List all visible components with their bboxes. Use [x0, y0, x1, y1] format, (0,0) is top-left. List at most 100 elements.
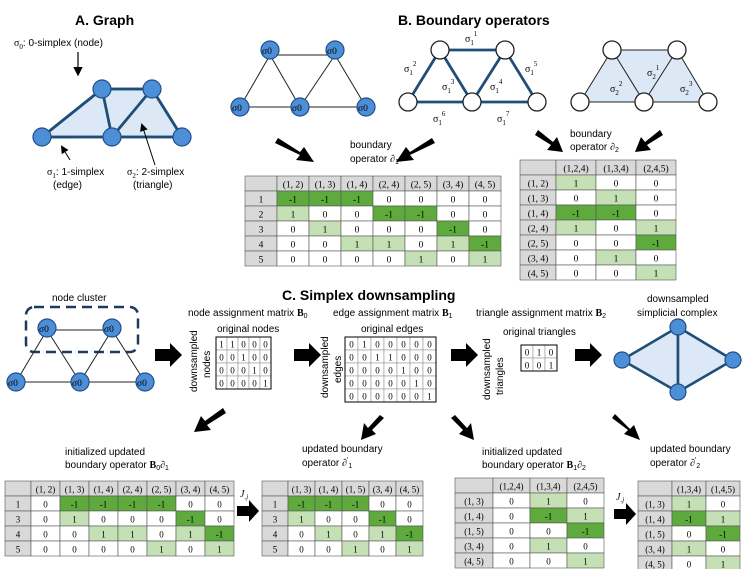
cell-value: 0 [130, 515, 135, 525]
matrix-value: 1 [388, 353, 393, 363]
row-header: (1, 4) [464, 512, 484, 522]
cell-value: 0 [574, 240, 579, 250]
cell-value: -1 [129, 500, 137, 510]
j-arrow-2 [614, 503, 636, 525]
svg-text:σ0: σ0 [358, 104, 368, 114]
init-b2-label-1: initialized updated [482, 447, 562, 458]
cell-value: -1 [481, 241, 489, 251]
cell-value: 0 [43, 515, 48, 525]
matrix-value: 1 [549, 361, 554, 371]
arrow-c-1 [155, 343, 182, 367]
cell-value: 0 [574, 270, 579, 280]
b2-label-line1: boundary [570, 129, 612, 140]
cell-value: -1 [325, 500, 333, 510]
cell-value: 0 [355, 226, 360, 236]
col-header: (2,4,5) [643, 164, 668, 175]
cell-value: 0 [159, 515, 164, 525]
row-header: (1, 4) [645, 515, 665, 525]
downsampled-triangles-label-1: downsampled [482, 338, 493, 400]
cell-value: 0 [451, 211, 456, 221]
svg-text:σ12: σ12 [404, 60, 417, 77]
cell-value: 0 [407, 515, 412, 525]
cell-value: 1 [72, 515, 77, 525]
cell-value: 1 [654, 270, 659, 280]
cell-value: 0 [291, 241, 296, 251]
graph-b-nodes: σ0 σ0 σ0 σ0 σ0 [230, 40, 376, 117]
row-header: 1 [273, 500, 278, 510]
arrow-b1-left [275, 138, 314, 162]
upd-b2-label-1: updated boundary [650, 444, 731, 455]
matrix-value: 1 [230, 340, 235, 350]
svg-text:σ13: σ13 [442, 78, 455, 95]
cell-value: 0 [323, 241, 328, 251]
matrix-value: 0 [230, 379, 235, 389]
col-header: (2, 4) [123, 485, 143, 495]
matrix-value: 0 [362, 353, 367, 363]
downsampled-edges-label-1: downsampled [320, 336, 331, 398]
init-b0-label-2: boundary operator B0∂1 [65, 460, 169, 472]
cell-value: -1 [417, 211, 425, 221]
node-a3 [142, 79, 162, 99]
matrix-value: 1 [537, 348, 542, 358]
cell-value: 1 [574, 180, 579, 190]
col-header: (2, 4) [379, 180, 400, 191]
cell-value: 0 [353, 515, 358, 525]
row-header: (3, 4) [464, 542, 484, 552]
node-a4 [102, 127, 122, 147]
cell-value: 0 [509, 542, 514, 552]
cell-value: 0 [355, 256, 360, 266]
col-header: (2, 5) [152, 485, 172, 495]
cell-value: -1 [379, 515, 387, 525]
row-header: (1, 3) [464, 497, 484, 507]
node-cluster-label: node cluster [52, 293, 107, 304]
cell-value: -1 [385, 211, 393, 221]
cell-value: 1 [291, 211, 296, 221]
cell-value: 1 [101, 530, 106, 540]
cell-value: 0 [654, 210, 659, 220]
table-cell [468, 250, 502, 267]
matrix-value: 0 [219, 366, 224, 376]
matrix-value: 0 [414, 392, 419, 402]
heading-boundary-operators: B. Boundary operators [398, 12, 550, 28]
svg-text:σ0: σ0 [262, 47, 272, 57]
cell-value: 0 [687, 560, 692, 569]
cell-value: 0 [188, 500, 193, 510]
matrix-value: 0 [241, 379, 246, 389]
matrix-value: 0 [252, 353, 257, 363]
row-header: 1 [259, 196, 264, 206]
cell-value: 1 [654, 225, 659, 235]
row-header: 4 [16, 530, 21, 540]
cell-value: 0 [483, 226, 488, 236]
arrow-c-3 [451, 343, 478, 367]
cell-value: 0 [546, 557, 551, 567]
col-header: (1, 4) [347, 180, 368, 191]
row-header: (1, 5) [645, 530, 665, 540]
row-header: (1, 4) [528, 209, 549, 220]
cell-value: 0 [353, 530, 358, 540]
matrix-value: 0 [401, 392, 406, 402]
cell-value: 1 [159, 545, 164, 555]
svg-text:σ0: σ0 [72, 379, 82, 389]
init-b2-label-2: boundary operator B1∂2 [482, 460, 586, 472]
matrix-value: 1 [263, 379, 268, 389]
cell-value: 1 [353, 545, 358, 555]
matrix-value: 0 [401, 379, 406, 389]
cell-value: 0 [72, 545, 77, 555]
col-header: (3, 4) [443, 180, 464, 191]
edge-assign-label: edge assignment matrix B1 [333, 308, 453, 320]
row-header: 4 [273, 530, 278, 540]
table-cell [705, 555, 741, 569]
cell-value: 0 [355, 211, 360, 221]
cell-value: 0 [159, 530, 164, 540]
cell-value: 1 [483, 256, 488, 266]
matrix-value: 0 [549, 348, 554, 358]
cell-value: 0 [419, 241, 424, 251]
row-header: (1, 3) [528, 194, 549, 205]
svg-text:σ0: σ0 [137, 379, 147, 389]
cell-value: -1 [449, 226, 457, 236]
cell-value: 0 [387, 196, 392, 206]
matrix-value: 0 [362, 392, 367, 402]
